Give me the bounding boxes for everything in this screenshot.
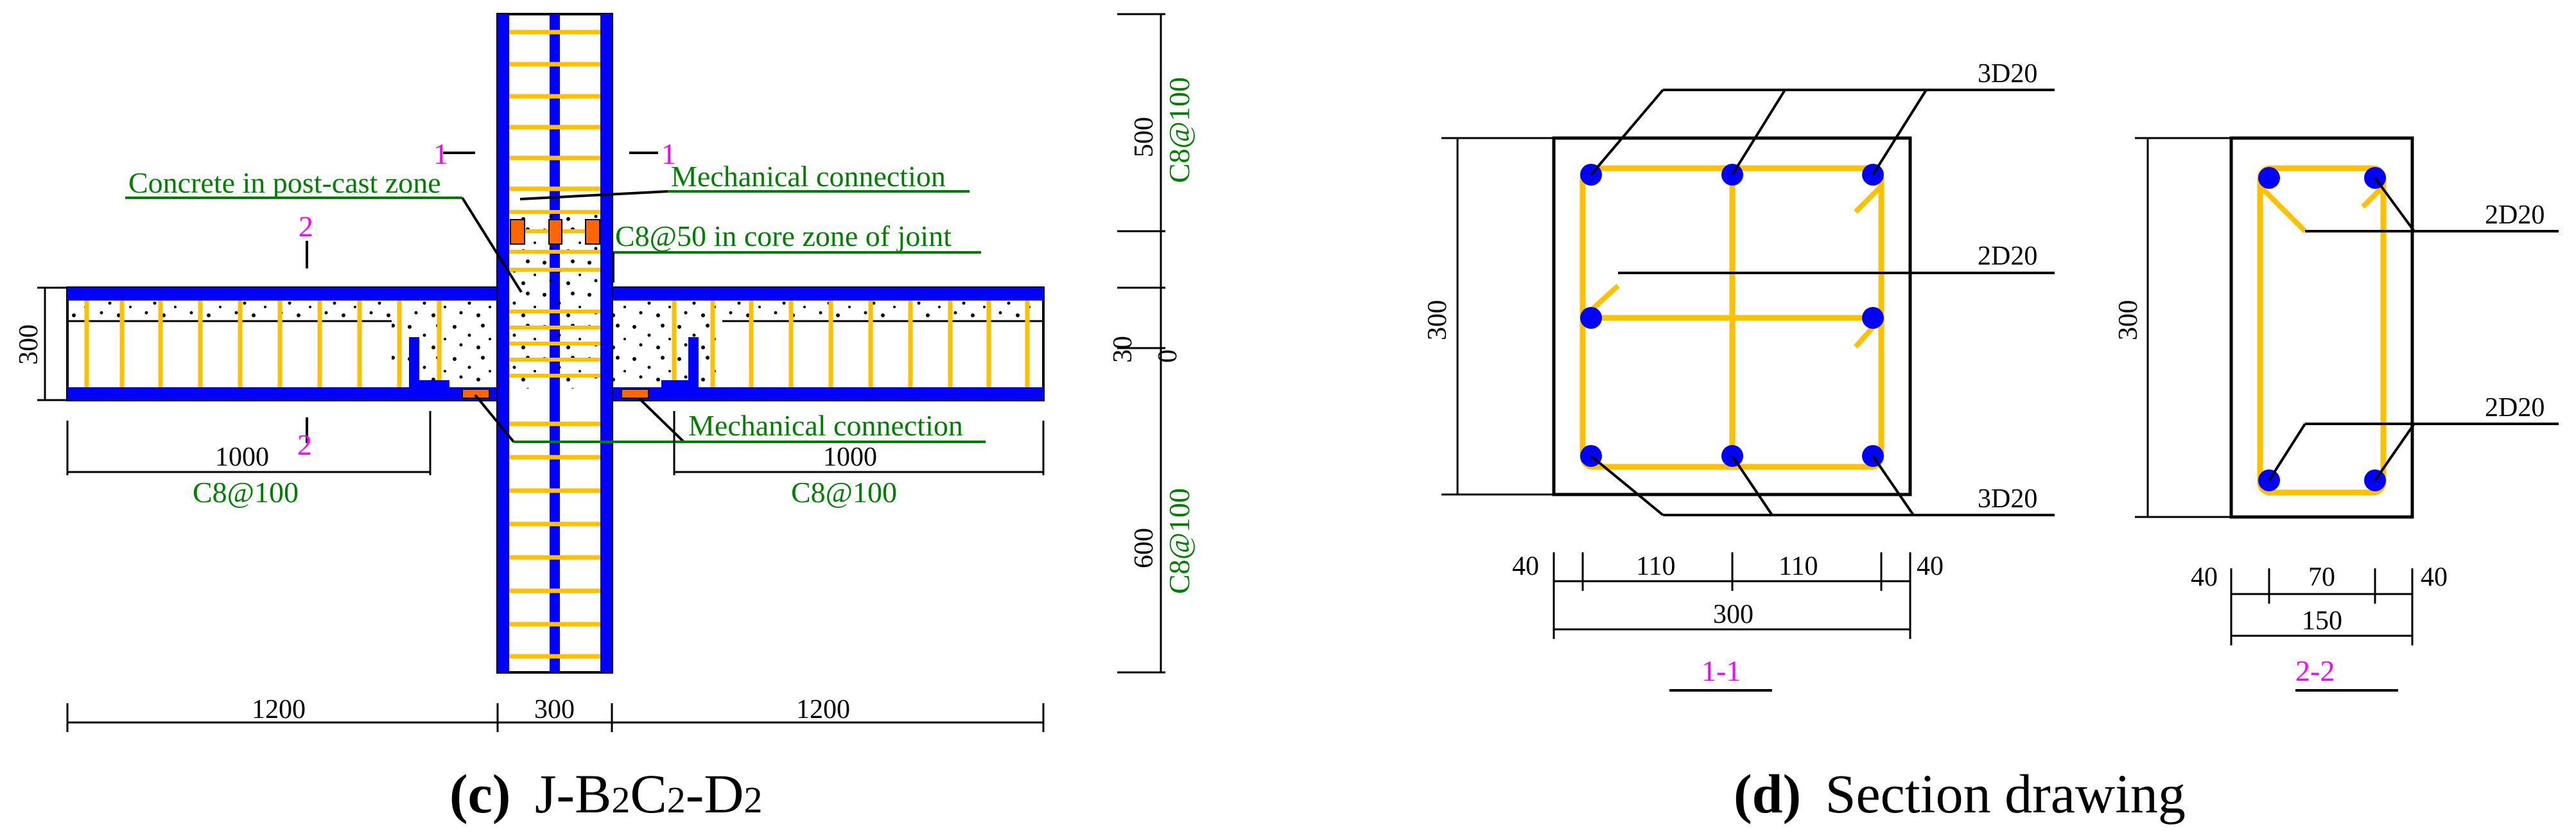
mech-connector-top-right [585,219,600,245]
bottom-right-dim: 1200 [796,695,850,724]
joint-caption-letter: (c) [449,763,510,825]
section-2-2-leaders [2268,177,2559,482]
mech-connector-bottom-left [462,389,490,399]
joint-caption-sub2: 2 [667,779,686,821]
column-top-stirrups [509,30,600,191]
mech-top-label: Mechanical connection [671,160,946,193]
col-bottom-stirrup-label: C8@100 [1163,488,1196,594]
column-bottom-stirrups [509,421,600,659]
beam-left-stirrups [84,301,442,387]
col-top-stirrup-label: C8@100 [1163,77,1196,183]
column-right-bar [600,14,612,672]
section-2-2-dim-3: 40 [2421,563,2448,592]
joint-caption-sub1: 2 [611,779,630,821]
col-zero-dim: 0 [1153,349,1183,363]
section-mark-1-right: 1 [661,137,676,170]
section-2-2-dim-1: 40 [2191,563,2218,592]
right-stirrup-label: C8@100 [791,476,897,509]
post-cast-zone-label: Concrete in post-cast zone [128,166,441,199]
joint-caption-mid2: -D [686,763,744,825]
section-2-2-height: 300 [2114,300,2143,340]
section-2-2-stirrup [2257,165,2387,496]
section-1-1-mark: 1-1 [1701,654,1741,687]
section-caption-letter: (d) [1734,763,1801,825]
post-cast-u-bar-left [409,337,449,390]
column-left-bar [498,14,509,672]
section-1-1-dim-1: 40 [1512,552,1539,581]
col-bottom-dim: 600 [1129,528,1159,568]
section-1-1-dim-2: 110 [1636,552,1675,581]
section-1-1-bottom-bars: 3D20 [1978,484,2037,514]
left-zone-dim: 1000 [215,442,269,472]
section-1-1-mid-bars: 2D20 [1978,241,2037,271]
beam-right-stirrups [672,301,1030,387]
section-2-2-total: 150 [2302,606,2342,636]
section-mark-1-left: 1 [433,137,448,170]
post-cast-u-bar-right [661,337,699,390]
right-zone-dim: 1000 [823,442,877,472]
section-2-2-mark: 2-2 [2295,654,2335,687]
mech-connector-top-left [510,219,525,245]
joint-caption-name: J-B [535,763,611,825]
section-1-1-dim-4: 40 [1917,552,1944,581]
left-stirrup-label: C8@100 [193,476,299,509]
mech-bottom-leader-left [474,394,515,443]
section-mark-2-bottom: 2 [297,428,312,461]
mech-connector-top-mid [548,219,562,245]
mech-bottom-label: Mechanical connection [688,409,963,442]
section-2-2-hooks [2258,184,2385,233]
section-1-1-dim-3: 110 [1779,552,1818,581]
section-caption-text: Section drawing [1825,763,2186,825]
joint-caption: (c) J-B2C2-D2 [449,763,763,825]
mech-top-leader [519,190,668,200]
beam-depth-dim: 300 [14,324,44,365]
section-2-2-dim-2: 70 [2308,563,2335,592]
mech-bottom-leader-right [638,397,685,443]
joint-caption-mid1: C [630,763,666,825]
core-stirrup-label: C8@50 in core zone of joint [615,220,952,252]
bottom-mid-dim: 300 [534,695,575,724]
section-1-1-height: 300 [1423,300,1452,340]
section-caption: (d) Section drawing [1734,763,2186,825]
bottom-left-dim: 1200 [252,695,306,724]
section-1-1-leaders [1590,89,2055,516]
section-2-2-bottom-bars: 2D20 [2485,393,2545,423]
section-drawing: 3D20 2D20 3D20 300 40 110 110 40 300 1-1 [1423,59,2559,825]
post-cast-leader [461,197,523,293]
joint-caption-sub3: 2 [744,779,763,821]
section-1-1-top-bars: 3D20 [1978,59,2037,89]
section-mark-2-top: 2 [299,210,313,243]
section-2-2-top-bars: 2D20 [2485,200,2545,230]
section-1-1-total: 300 [1713,600,1754,629]
mech-connector-bottom-right [621,389,649,399]
col-mid-dim: 30 [1108,336,1138,363]
joint-drawing: 1 1 2 2 Concrete in post-cast zone Mecha… [14,13,1196,825]
col-top-dim: 500 [1129,117,1159,157]
